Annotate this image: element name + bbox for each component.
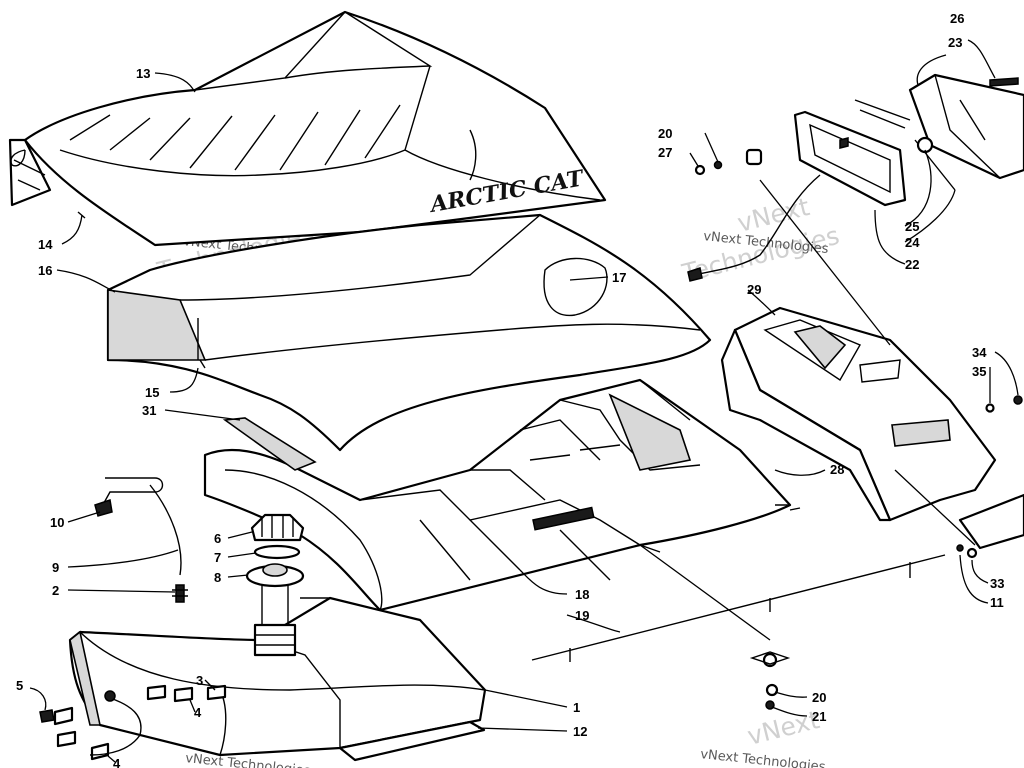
console-side <box>720 328 892 522</box>
rod <box>531 554 946 662</box>
tank-pad <box>338 720 486 762</box>
side-panel <box>958 493 1024 550</box>
callout-8: 8 <box>214 570 221 585</box>
callout-7: 7 <box>214 550 221 565</box>
callout-14: 14 <box>38 237 53 252</box>
callout-6: 6 <box>214 531 221 546</box>
watermark-brand: vNext Technologies <box>700 747 827 768</box>
callout-10: 10 <box>50 515 64 530</box>
callout-20: 20 <box>812 690 826 705</box>
taillight-lens <box>908 73 1024 180</box>
seat-cushion <box>23 10 607 247</box>
fuel-fittings <box>39 684 227 761</box>
callout-33: 33 <box>990 576 1004 591</box>
callout-21: 21 <box>812 709 826 724</box>
fuel-cap-assembly <box>245 513 305 657</box>
callout-4: 4 <box>113 756 121 768</box>
taillight-housing <box>793 110 907 207</box>
callout-17: 17 <box>612 270 626 285</box>
seat-base <box>106 213 712 452</box>
callout-20: 20 <box>658 126 672 141</box>
callout-15: 15 <box>145 385 159 400</box>
callout-19: 19 <box>575 608 589 623</box>
callout-28: 28 <box>830 462 844 477</box>
callout-11: 11 <box>990 595 1004 610</box>
callout-labels: 13 14 16 15 31 17 18 19 28 29 10 9 2 6 7… <box>16 11 1004 768</box>
callout-34: 34 <box>972 345 987 360</box>
seat-pan <box>106 213 712 452</box>
seat-rear-end <box>8 138 52 207</box>
callout-3: 3 <box>196 673 203 688</box>
callout-1: 1 <box>573 700 580 715</box>
callout-16: 16 <box>38 263 52 278</box>
hardware <box>10 149 1023 710</box>
callout-25: 25 <box>905 219 919 234</box>
callout-2: 2 <box>52 583 59 598</box>
callout-12: 12 <box>573 724 587 739</box>
callout-26: 26 <box>950 11 964 26</box>
rear-console <box>720 306 1024 550</box>
callout-9: 9 <box>52 560 59 575</box>
callout-18: 18 <box>575 587 589 602</box>
fuel-tank <box>68 596 487 762</box>
callout-31: 31 <box>142 403 156 418</box>
fuel-cap <box>250 513 305 542</box>
callout-23: 23 <box>948 35 962 50</box>
vent-hose <box>94 477 188 603</box>
trim-strip <box>222 417 317 471</box>
callout-35: 35 <box>972 364 986 379</box>
callout-27: 27 <box>658 145 672 160</box>
callout-4: 4 <box>194 705 202 720</box>
callout-13: 13 <box>136 66 150 81</box>
callout-5: 5 <box>16 678 23 693</box>
leader-lines <box>29 39 1019 763</box>
callout-22: 22 <box>905 257 919 272</box>
seat-assembly: ARCTIC CAT <box>8 10 607 247</box>
callout-24: 24 <box>905 235 920 250</box>
body-tunnel <box>203 378 792 612</box>
taillight-assembly <box>687 73 1024 282</box>
callout-29: 29 <box>747 282 761 297</box>
